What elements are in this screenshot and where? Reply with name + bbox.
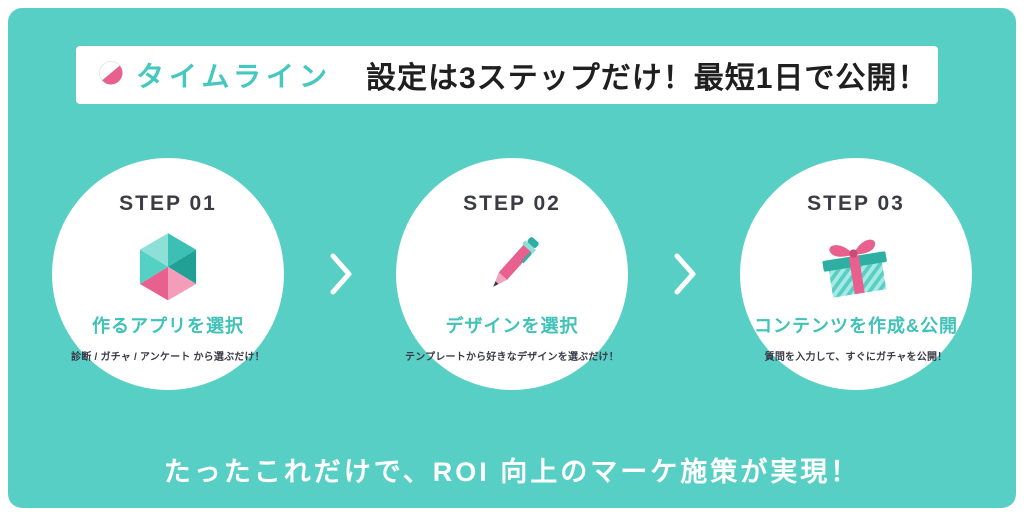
step-number-label-1: STEP 01 — [119, 192, 217, 215]
gift-icon — [740, 220, 972, 312]
step-title-2: デザインを選択 — [445, 316, 579, 336]
polygon-gem-icon — [52, 220, 284, 312]
step-number-label-3: STEP 03 — [807, 192, 905, 215]
chevron-right-icon — [328, 252, 354, 296]
step-card-2: STEP 02 デザインを選択 テンプレートから好きなデザインを選ぶだけ！ — [396, 158, 628, 390]
step-title-1: 作るアプリを選択 — [92, 316, 244, 336]
step-description-3: 質問を入力して、すぐにガチャを公開！ — [764, 352, 948, 363]
section-badge: タイムライン — [96, 55, 332, 95]
step-card-1: STEP 01 作るアプリを選択 診断 / ガチャ / アンケート から選ぶだけ… — [52, 158, 284, 390]
chevron-right-icon — [672, 252, 698, 296]
timeline-section: タイムライン 設定は3ステップだけ！最短1日で公開！ STEP 01 作るアプリ… — [8, 8, 1016, 508]
section-title: 設定は3ステップだけ！最短1日で公開！ — [366, 62, 929, 95]
step-description-1: 診断 / ガチャ / アンケート から選ぶだけ！ — [71, 352, 265, 363]
pen-icon — [396, 220, 628, 312]
step-number-label-2: STEP 02 — [463, 192, 561, 215]
step-description-2: テンプレートから好きなデザインを選ぶだけ！ — [405, 352, 619, 363]
capsule-icon — [96, 58, 126, 93]
step-card-3: STEP 03 コンテンツを作成&公開 — [740, 158, 972, 390]
header-bar: タイムライン 設定は3ステップだけ！最短1日で公開！ — [76, 46, 938, 104]
step-title-3: コンテンツを作成&公開 — [754, 316, 958, 336]
section-badge-label: タイムライン — [136, 61, 333, 92]
footer-text: たったこれだけで、ROI 向上のマーケ施策が実現！ — [163, 457, 861, 487]
